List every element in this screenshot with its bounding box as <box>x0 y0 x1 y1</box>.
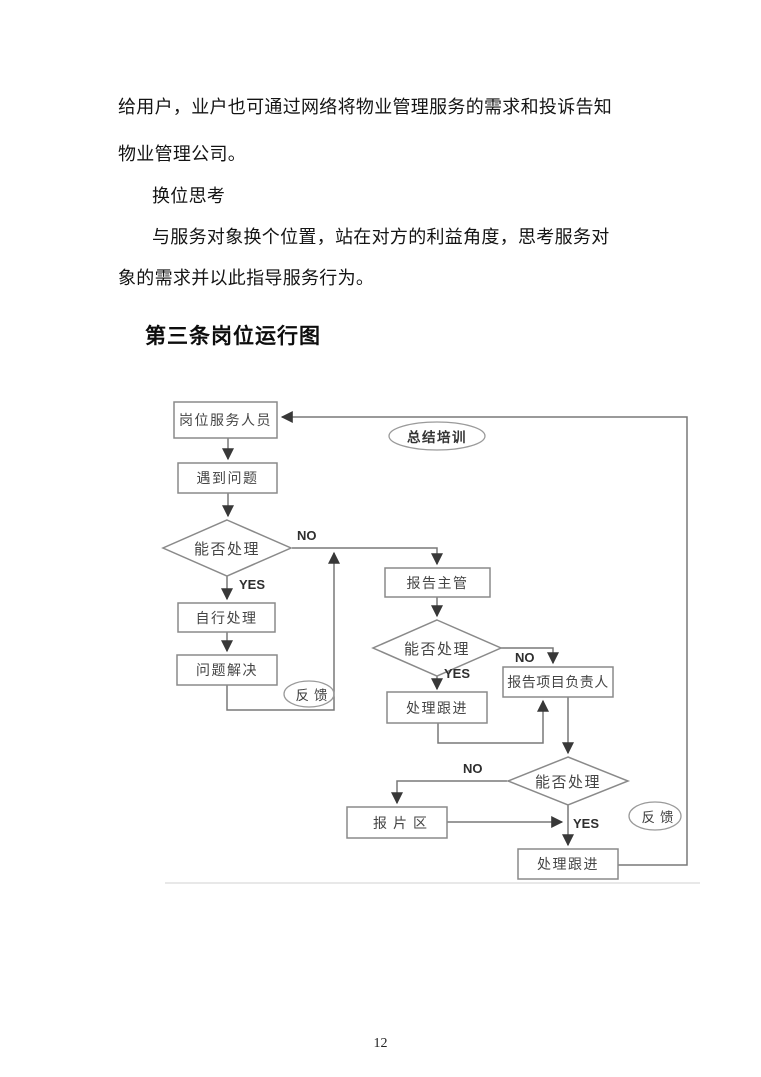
page-number: 12 <box>373 1036 388 1051</box>
feedback1-ellipse <box>283 680 335 708</box>
summary-training-ellipse <box>388 421 486 451</box>
feedback2-label: 反馈 <box>641 810 679 825</box>
follow-up1-node-box <box>386 691 488 724</box>
report-manager-node-label: 报告项目负责人 <box>507 676 609 691</box>
follow-up1-node-label: 处理跟进 <box>406 701 468 717</box>
edge-return-to-start <box>280 411 688 866</box>
feedback1-label: 反馈 <box>295 688 333 703</box>
subheading: 换位思考 <box>152 186 226 206</box>
encounter-node-label: 遇到问题 <box>196 472 259 487</box>
edge-decision2-no <box>501 647 559 665</box>
edge-followup1-loop <box>437 699 549 744</box>
follow-up2-node-box <box>517 848 619 880</box>
report-supervisor-node-label: 报告主管 <box>406 576 469 592</box>
edge-decision1-no <box>292 547 443 566</box>
decision1-yes-label: YES <box>239 577 266 592</box>
solved-node-label: 问题解决 <box>196 664 258 679</box>
decision1-diamond <box>161 519 293 577</box>
feedback2-ellipse <box>628 801 682 831</box>
decision1-label: 能否处理 <box>193 541 260 558</box>
self-handle-node-label: 自行处理 <box>195 611 258 627</box>
decision1-no-label: NO <box>297 528 317 543</box>
paragraph1-line1: 给用户，业户也可通过网络将物业管理服务的需求和投诉告知 <box>118 97 613 117</box>
start-node-label: 岗位服务人员 <box>179 414 272 429</box>
section-heading: 第三条岗位运行图 <box>145 324 321 348</box>
summary-training-label: 总结培训 <box>407 430 467 445</box>
paragraph2-line1: 与服务对象换个位置，站在对方的利益角度，思考服务对 <box>152 227 610 247</box>
decision3-label: 能否处理 <box>534 774 601 791</box>
decision2-diamond <box>371 619 503 677</box>
start-node-box <box>173 401 278 439</box>
decision2-yes-label: YES <box>444 666 471 681</box>
report-area-node-box <box>346 806 448 839</box>
edge-solved-feedback-loop <box>226 551 340 711</box>
report-manager-node-box <box>502 666 614 698</box>
solved-node-box <box>176 654 278 686</box>
decision3-yes-label: YES <box>573 816 600 831</box>
paragraph1-line2: 物业管理公司。 <box>118 144 247 164</box>
paragraph2-line2: 象的需求并以此指导服务行为。 <box>118 268 375 288</box>
decision2-no-label: NO <box>515 650 535 665</box>
decision2-label: 能否处理 <box>403 641 470 658</box>
report-supervisor-node-box <box>384 567 491 598</box>
decision3-diamond <box>505 756 631 806</box>
self-handle-node-box <box>177 602 276 633</box>
encounter-node-box <box>177 462 278 494</box>
report-area-node-label: 报片区 <box>373 816 433 832</box>
edge-decision3-no <box>391 780 507 805</box>
follow-up2-node-label: 处理跟进 <box>537 858 599 873</box>
decision3-no-label: NO <box>463 761 483 776</box>
